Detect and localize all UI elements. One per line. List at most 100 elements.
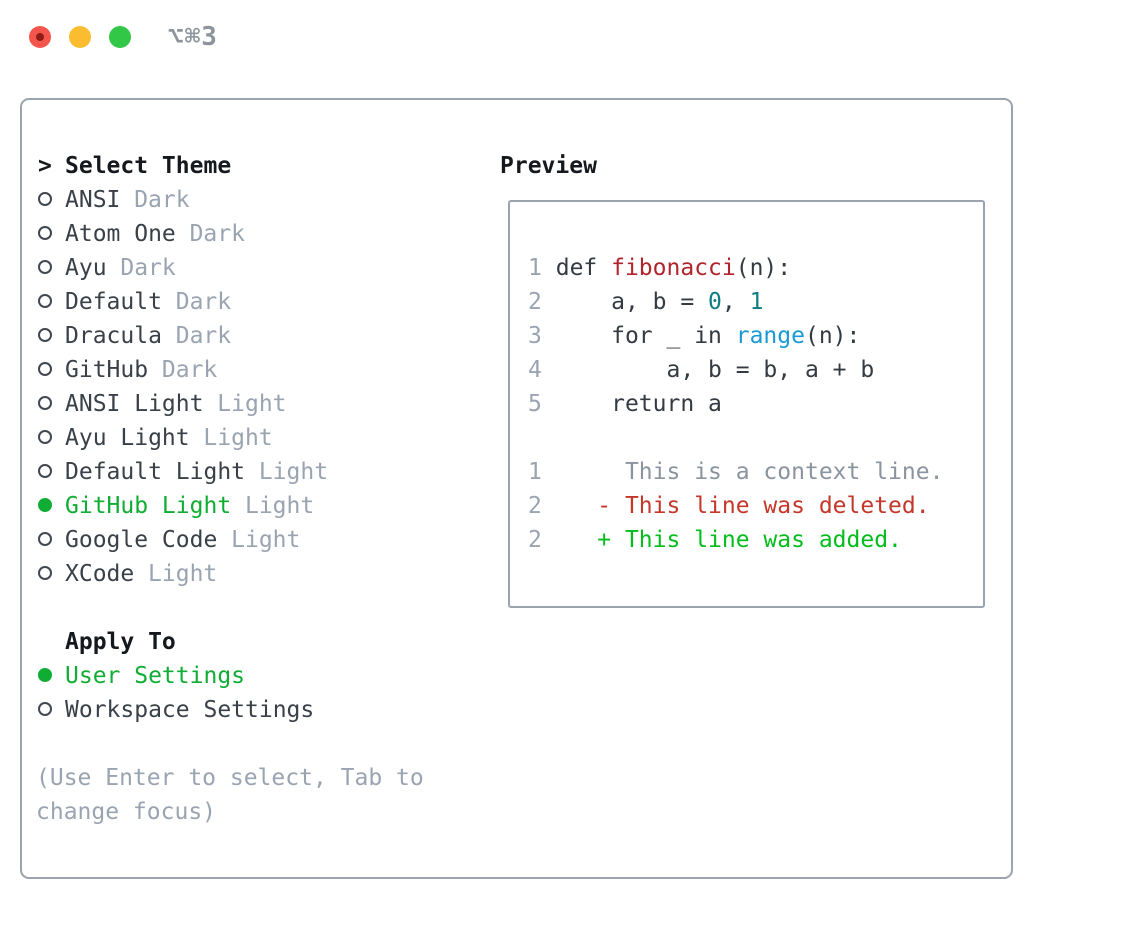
apply-to-title: Apply To <box>65 629 176 655</box>
preview-diff-line: 2 - This line was deleted. <box>528 489 983 523</box>
theme-name: Default Light <box>65 459 246 485</box>
spacer-row <box>38 727 424 761</box>
theme-name: Dracula <box>65 323 162 349</box>
theme-variant-label: Dark <box>120 255 176 281</box>
theme-variant-label: Dark <box>175 289 232 315</box>
theme-option-default-light[interactable]: Default Light Light <box>38 455 424 489</box>
theme-option-github[interactable]: GitHub Dark <box>38 353 424 387</box>
code-segment-code: (n): <box>804 323 861 349</box>
hint-line-1: (Use Enter to select, Tab to <box>36 765 424 791</box>
preview-code-line: 1 def fibonacci(n): <box>528 251 983 285</box>
theme-name: ANSI Light <box>65 391 204 417</box>
theme-variant-label: Light <box>217 391 287 417</box>
theme-name: Google Code <box>65 527 218 553</box>
zoom-button[interactable] <box>109 26 131 48</box>
preview-code-line: 4 a, b = b, a + b <box>528 353 983 387</box>
theme-name: Ayu <box>65 255 107 281</box>
close-button[interactable] <box>29 26 51 48</box>
apply-option-label: User Settings <box>65 663 246 689</box>
code-segment-code: for _ in <box>555 323 736 349</box>
radio-icon <box>38 531 52 546</box>
theme-variant-label: Light <box>258 459 329 485</box>
apply-option-user-settings[interactable]: User Settings <box>38 659 424 693</box>
code-segment-code: , <box>721 289 750 315</box>
radio-icon <box>38 361 52 376</box>
spacer-row <box>528 421 983 455</box>
theme-list-title: Select Theme <box>65 153 232 179</box>
preview-diff-line: 1 This is a context line. <box>528 455 983 489</box>
theme-option-atom-one[interactable]: Atom One Dark <box>38 217 424 251</box>
preview-header: Preview <box>500 153 597 179</box>
theme-option-google-code[interactable]: Google Code Light <box>38 523 424 557</box>
theme-option-ayu-light[interactable]: Ayu Light Light <box>38 421 424 455</box>
line-number: 2 <box>528 289 542 315</box>
radio-icon <box>38 327 52 342</box>
theme-option-xcode[interactable]: XCode Light <box>38 557 424 591</box>
theme-variant-label: Light <box>244 493 315 519</box>
code-segment-code: a, b = <box>555 289 709 315</box>
line-number: 5 <box>528 391 542 417</box>
theme-option-default[interactable]: Default Dark <box>38 285 424 319</box>
theme-name: Default <box>65 289 162 315</box>
code-segment-function: fibonacci <box>611 255 736 281</box>
theme-variant-label: Light <box>231 527 301 553</box>
line-number: 3 <box>528 323 542 349</box>
code-segment-number: 0 <box>708 289 722 315</box>
theme-option-ansi-light[interactable]: ANSI Light Light <box>38 387 424 421</box>
preview-code-line: 5 return a <box>528 387 983 421</box>
radio-icon <box>38 565 52 580</box>
titlebar: ⌥⌘3 <box>0 0 1140 70</box>
theme-name: Atom One <box>65 221 176 247</box>
theme-variant-label: Dark <box>175 323 232 349</box>
radio-icon <box>38 429 52 444</box>
theme-variant-label: Dark <box>134 187 190 213</box>
line-number: 1 <box>528 255 542 281</box>
theme-option-dracula[interactable]: Dracula Dark <box>38 319 424 353</box>
theme-variant-label: Light <box>148 561 218 587</box>
code-segment-code: return a <box>555 391 722 417</box>
theme-list-header: > Select Theme <box>38 149 424 183</box>
theme-name: GitHub <box>65 357 149 383</box>
preview-code-line: 3 for _ in range(n): <box>528 319 983 353</box>
line-number: 4 <box>528 357 542 383</box>
radio-selected-icon <box>38 497 52 512</box>
apply-option-workspace-settings[interactable]: Workspace Settings <box>38 693 424 727</box>
theme-variant-label: Light <box>203 425 273 451</box>
radio-icon <box>38 395 52 410</box>
radio-icon <box>38 701 52 716</box>
minimize-button[interactable] <box>69 26 91 48</box>
radio-selected-icon <box>38 667 52 682</box>
theme-variant-label: Dark <box>189 221 245 247</box>
radio-icon <box>38 191 52 206</box>
radio-icon <box>38 293 52 308</box>
theme-option-ansi[interactable]: ANSI Dark <box>38 183 424 217</box>
theme-name: XCode <box>65 561 135 587</box>
cursor-icon: > <box>38 153 52 179</box>
code-segment-code: (n): <box>735 255 792 281</box>
apply-to-header-row: Apply To <box>38 625 424 659</box>
code-segment-number: 1 <box>749 289 764 315</box>
preview-code-line: 2 a, b = 0, 1 <box>528 285 983 319</box>
code-segment-code: def <box>555 255 612 281</box>
radio-icon <box>38 463 52 478</box>
line-number: 2 <box>528 527 542 553</box>
theme-variant-label: Dark <box>161 357 218 383</box>
theme-option-ayu[interactable]: Ayu Dark <box>38 251 424 285</box>
code-segment-context: This is a context line. <box>555 459 944 485</box>
theme-name: ANSI <box>65 187 121 213</box>
code-segment-code: a, b = b, a + b <box>555 357 875 383</box>
window-title: ⌥⌘3 <box>168 22 218 52</box>
line-number: 1 <box>528 459 542 485</box>
theme-name: Ayu Light <box>65 425 190 451</box>
preview-diff-line: 2 + This line was added. <box>528 523 983 557</box>
hint-line-2: change focus) <box>36 799 217 825</box>
apply-option-label: Workspace Settings <box>65 697 315 723</box>
code-segment-deleted: - This line was deleted. <box>555 493 930 519</box>
close-button-dot-icon <box>36 33 44 41</box>
spacer-row <box>38 591 424 625</box>
